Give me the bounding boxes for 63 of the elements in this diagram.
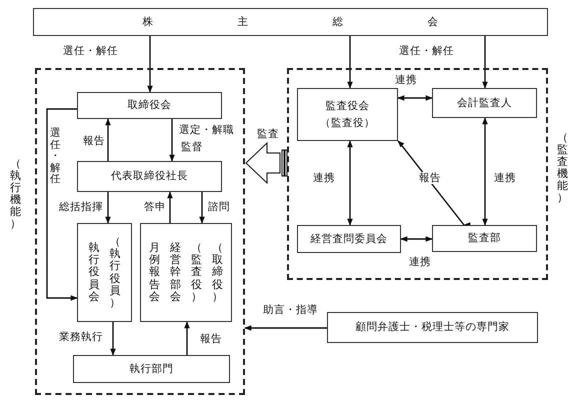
edge-label: 監査 [256,128,280,140]
edge-label: 選任・解任 [49,128,62,186]
arrow [184,321,190,355]
edge-label: 業務執行 [58,331,104,344]
node-title: 株主総会 [142,16,522,28]
arrow [105,118,111,161]
edge-label: 諮問 [207,201,231,214]
vertical-node-text: （取締役） [212,242,223,303]
arrow [167,191,173,223]
hollow-block-arrow [245,142,288,184]
edge-label: 連携 [312,172,336,184]
process-box [327,312,538,343]
arrow [244,325,327,331]
edge-label: 選任・解任 [62,45,119,58]
process-box [33,8,548,36]
arrow [199,192,205,224]
node-text: 監査部 [468,232,501,245]
node-text: 代表取締役社長 [111,170,188,183]
process-box [77,161,222,192]
node-text: （監査役） [320,116,375,130]
process-box [297,88,398,141]
group-heading: （監査機能） [557,132,568,205]
vertical-node-text: （執行役員） [110,236,120,309]
vertical-node-text: 月例報告会 [149,242,160,303]
node-text: 取締役会 [128,99,172,112]
edge-label: 総括指揮 [58,201,104,214]
arrow [347,140,353,226]
annotation-label: 監督 [180,141,204,154]
arrow [482,117,488,226]
process-box [77,92,222,119]
vertical-node-text: （監査役） [191,242,202,303]
arrow [46,108,78,301]
edge-label: 報告 [82,135,106,148]
arrow [347,36,353,89]
node-text: 顧問弁護士・税理士等の専門家 [356,321,510,334]
process-box [297,225,401,253]
vertical-node-text: 経営幹部会 [170,242,181,303]
edge-label: 報告 [199,333,223,346]
group-heading: （執行機能） [10,158,21,231]
edge-label: 連携 [394,74,418,86]
node-text: 執行部門 [130,362,174,376]
edge-label: 選定・解職 [178,124,235,136]
arrow [105,192,111,224]
arrow [169,119,175,162]
process-box [432,225,537,252]
edge-label: 連携 [493,172,517,184]
node-text: 会計監査人 [457,96,512,110]
process-box [77,223,132,322]
edge-label: 連携 [408,256,432,268]
vertical-node-text: 執行役員会 [88,242,100,303]
node-text: 監査役会 [326,100,370,112]
annotation-label: 選任・解任 [398,45,455,58]
edge-label: 助言・指導 [262,304,319,316]
arrow [147,36,153,93]
arrow [397,95,433,101]
process-box [140,223,232,322]
process-box [432,88,537,118]
arrow [110,322,116,356]
edge-label: 答申 [143,201,167,214]
node-text: 経営査問委員会 [310,232,388,246]
arrow [482,36,488,89]
arrow [400,236,433,242]
process-box [73,355,230,383]
